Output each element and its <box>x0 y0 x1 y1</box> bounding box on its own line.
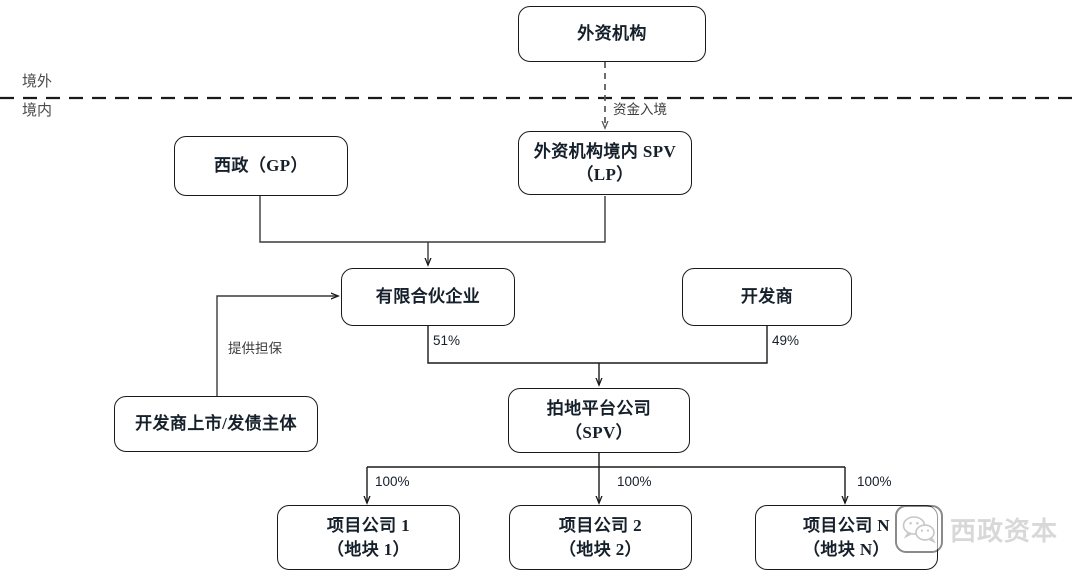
node-developer-listed-entity[interactable]: 开发商上市/发债主体 <box>114 396 318 452</box>
node-xizheng-gp-label: 西政（GP） <box>213 156 308 176</box>
node-foreign-institution[interactable]: 外资机构 <box>518 6 706 62</box>
wechat-icon <box>895 505 943 553</box>
node-land-bidding-spv[interactable]: 拍地平台公司 （SPV） <box>508 388 690 453</box>
node-onshore-spv-lp-label: 外资机构境内 SPV （LP） <box>533 141 677 184</box>
node-project-company-2[interactable]: 项目公司 2 （地块 2） <box>509 505 692 570</box>
node-land-bidding-spv-label: 拍地平台公司 （SPV） <box>546 399 652 442</box>
node-limited-partnership-label: 有限合伙企业 <box>375 287 481 307</box>
edge-shares-to-spv <box>427 326 768 364</box>
node-developer-label: 开发商 <box>740 287 794 307</box>
node-onshore-spv-lp[interactable]: 外资机构境内 SPV （LP） <box>518 131 692 195</box>
share-label-project-n: 100% <box>857 474 892 489</box>
boundary-label-offshore: 境外 <box>22 74 53 90</box>
watermark-text: 西政资本 <box>950 516 1059 546</box>
share-label-partnership: 51% <box>433 333 461 348</box>
watermark: 西政资本 <box>895 505 1058 553</box>
node-foreign-institution-label: 外资机构 <box>577 24 647 44</box>
share-label-project-1: 100% <box>375 474 410 489</box>
share-label-developer: 49% <box>772 333 800 348</box>
node-project-company-2-label: 项目公司 2 （地块 2） <box>558 516 643 559</box>
node-developer[interactable]: 开发商 <box>682 268 852 326</box>
node-project-company-n-label: 项目公司 N （地块 N） <box>803 516 890 559</box>
edge-label-capital-inflow: 资金入境 <box>613 102 667 117</box>
node-xizheng-gp[interactable]: 西政（GP） <box>174 136 348 196</box>
node-limited-partnership[interactable]: 有限合伙企业 <box>341 268 515 326</box>
node-project-company-1-label: 项目公司 1 （地块 1） <box>326 516 411 559</box>
share-label-project-2: 100% <box>617 474 652 489</box>
node-developer-listed-entity-label: 开发商上市/发债主体 <box>135 414 297 434</box>
edge-label-provide-guarantee: 提供担保 <box>228 341 282 356</box>
edge-gp-to-lp-junction <box>259 196 606 243</box>
node-project-company-1[interactable]: 项目公司 1 （地块 1） <box>277 505 460 570</box>
boundary-label-onshore: 境内 <box>22 103 53 119</box>
